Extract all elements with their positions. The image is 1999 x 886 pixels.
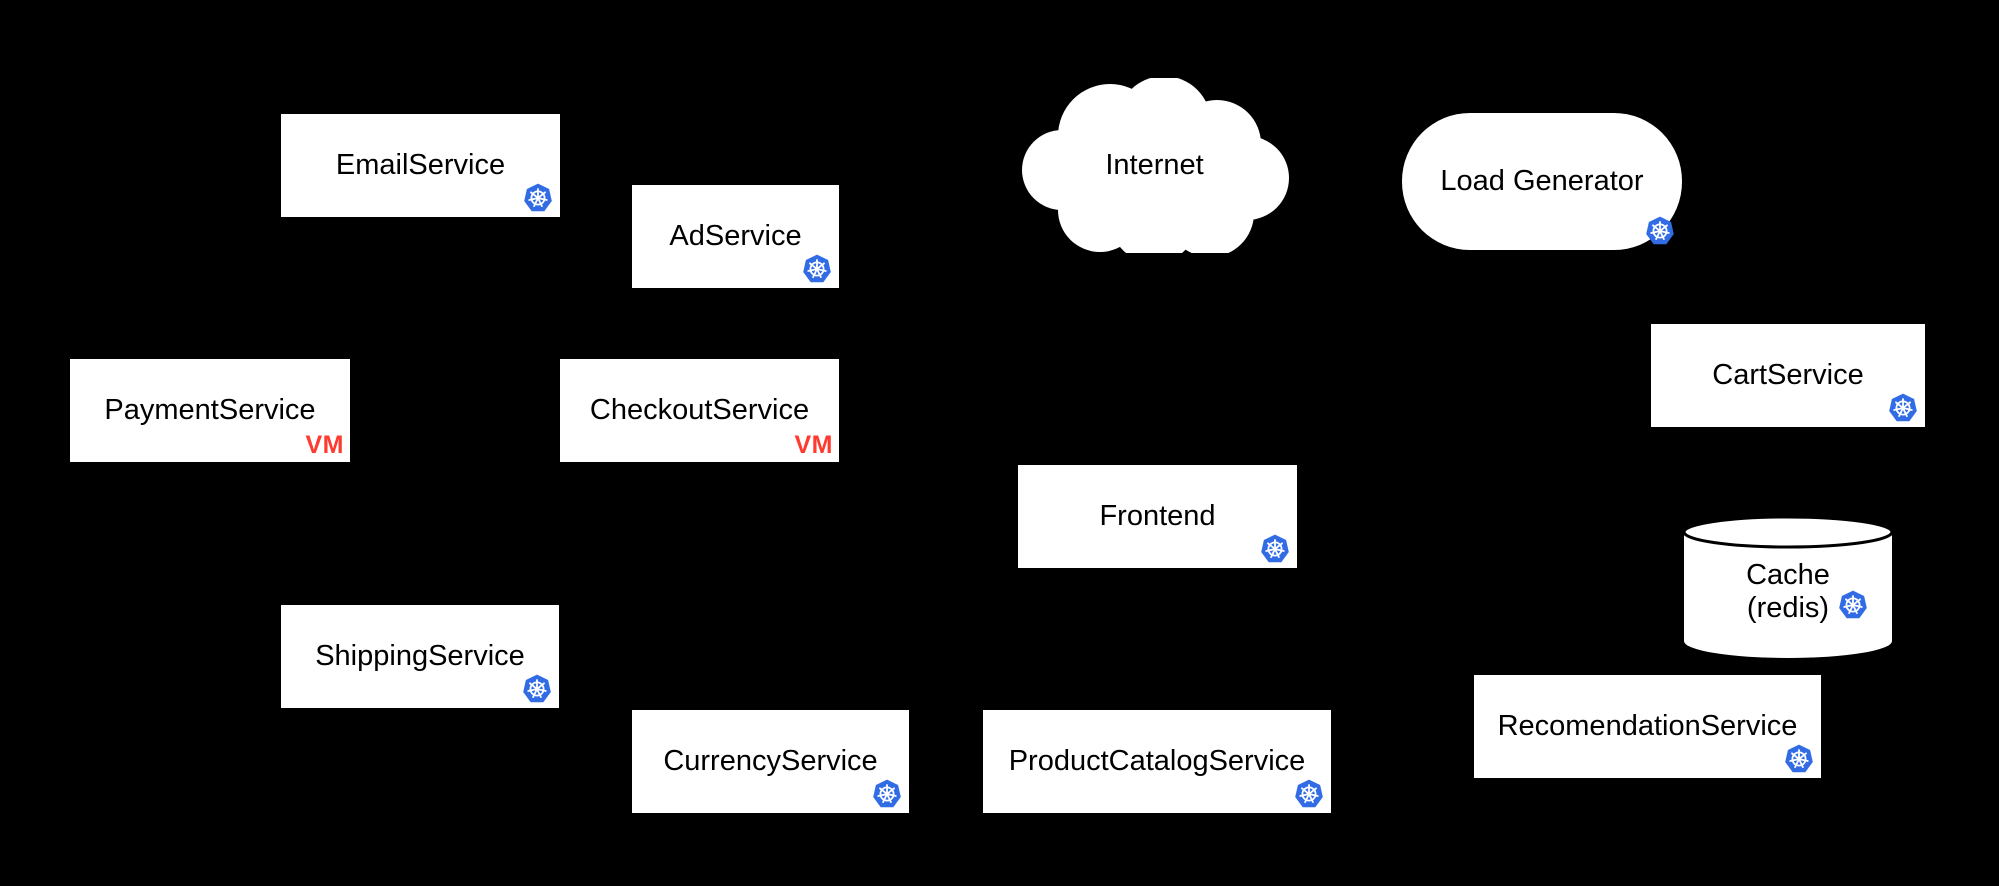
node-label: PaymentService xyxy=(104,393,316,426)
node-emailservice[interactable]: EmailService xyxy=(281,114,560,217)
node-label: Load Generator xyxy=(1440,164,1644,197)
kubernetes-icon xyxy=(802,254,832,284)
node-label: Cache (redis) xyxy=(1746,559,1830,625)
node-internet[interactable]: Internet xyxy=(1014,78,1295,253)
node-cartservice[interactable]: CartService xyxy=(1651,324,1925,427)
node-label: CurrencyService xyxy=(663,744,878,777)
kubernetes-icon xyxy=(1645,216,1675,246)
kubernetes-icon xyxy=(1838,590,1868,620)
kubernetes-icon xyxy=(1260,534,1290,564)
node-recomendationservice[interactable]: RecomendationService xyxy=(1474,675,1821,778)
vm-badge: VM xyxy=(794,431,833,460)
kubernetes-icon xyxy=(522,674,552,704)
node-label: RecomendationService xyxy=(1497,709,1798,742)
node-currencyservice[interactable]: CurrencyService xyxy=(632,710,909,813)
node-shippingservice[interactable]: ShippingService xyxy=(281,605,559,708)
node-label: CheckoutService xyxy=(589,393,810,426)
node-label: Frontend xyxy=(1099,499,1216,532)
node-productcatalogservice[interactable]: ProductCatalogService xyxy=(983,710,1331,813)
kubernetes-icon xyxy=(523,183,553,213)
kubernetes-icon xyxy=(1888,393,1918,423)
node-label: AdService xyxy=(669,219,802,252)
vm-badge: VM xyxy=(305,431,344,460)
kubernetes-icon xyxy=(872,779,902,809)
node-loadgenerator[interactable]: Load Generator xyxy=(1402,113,1682,250)
node-label: ShippingService xyxy=(315,639,525,672)
node-adservice[interactable]: AdService xyxy=(632,185,839,288)
node-frontend[interactable]: Frontend xyxy=(1018,465,1297,568)
kubernetes-icon xyxy=(1784,744,1814,774)
kubernetes-icon xyxy=(1294,779,1324,809)
node-label: EmailService xyxy=(335,148,506,181)
node-label: Internet xyxy=(1105,148,1204,181)
node-cache[interactable]: Cache (redis) xyxy=(1682,515,1894,658)
node-label: CartService xyxy=(1712,358,1864,391)
node-label: ProductCatalogService xyxy=(1008,744,1306,777)
